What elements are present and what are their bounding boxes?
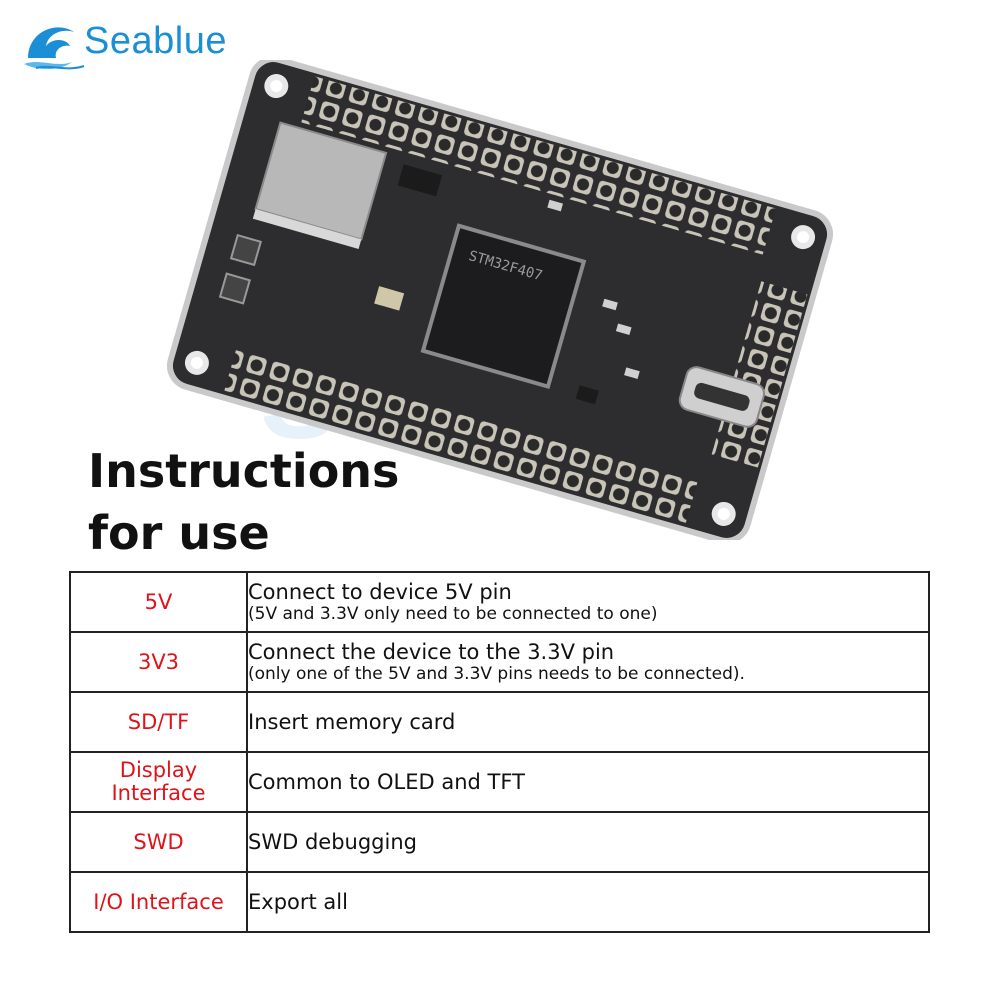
instructions-heading: Instructions for use — [88, 440, 399, 564]
row-desc: Export all — [246, 871, 930, 933]
key-line-1: Display — [119, 758, 198, 782]
desc-main: Export all — [248, 890, 348, 914]
table-row: 5V Connect to device 5V pin (5V and 3.3V… — [69, 571, 930, 633]
table-row: Display Interface Common to OLED and TFT — [69, 751, 930, 813]
row-key-3v3: 3V3 — [69, 631, 248, 693]
row-key-io-interface: I/O Interface — [69, 871, 248, 933]
table-row: SWD SWD debugging — [69, 811, 930, 873]
key-line-2: Interface — [111, 781, 206, 805]
table-row: SD/TF Insert memory card — [69, 691, 930, 753]
heading-line-2: for use — [88, 506, 270, 560]
desc-main: Connect to device 5V pin — [248, 580, 512, 604]
instructions-table: 5V Connect to device 5V pin (5V and 3.3V… — [69, 571, 930, 933]
desc-main: SWD debugging — [248, 830, 417, 854]
row-desc: Connect the device to the 3.3V pin (only… — [246, 631, 930, 693]
brand-name: Seablue — [84, 20, 227, 62]
row-key-swd: SWD — [69, 811, 248, 873]
wave-logo-icon — [24, 27, 85, 70]
row-desc: Connect to device 5V pin (5V and 3.3V on… — [246, 571, 930, 633]
desc-sub: (only one of the 5V and 3.3V pins needs … — [248, 664, 745, 684]
table-row: 3V3 Connect the device to the 3.3V pin (… — [69, 631, 930, 693]
row-key-sd-tf: SD/TF — [69, 691, 248, 753]
desc-sub: (5V and 3.3V only need to be connected t… — [248, 604, 658, 624]
desc-main: Common to OLED and TFT — [248, 770, 525, 794]
desc-main: Insert memory card — [248, 710, 456, 734]
row-desc: Common to OLED and TFT — [246, 751, 930, 813]
row-key-5v: 5V — [69, 571, 248, 633]
heading-line-1: Instructions — [88, 444, 400, 498]
brand-logo: Seablue — [22, 14, 232, 74]
table-row: I/O Interface Export all — [69, 871, 930, 933]
row-desc: SWD debugging — [246, 811, 930, 873]
row-key-display-interface: Display Interface — [69, 751, 248, 813]
desc-main: Connect the device to the 3.3V pin — [248, 640, 615, 664]
stm32-board-image: STM32F407 — [166, 60, 834, 540]
row-desc: Insert memory card — [246, 691, 930, 753]
